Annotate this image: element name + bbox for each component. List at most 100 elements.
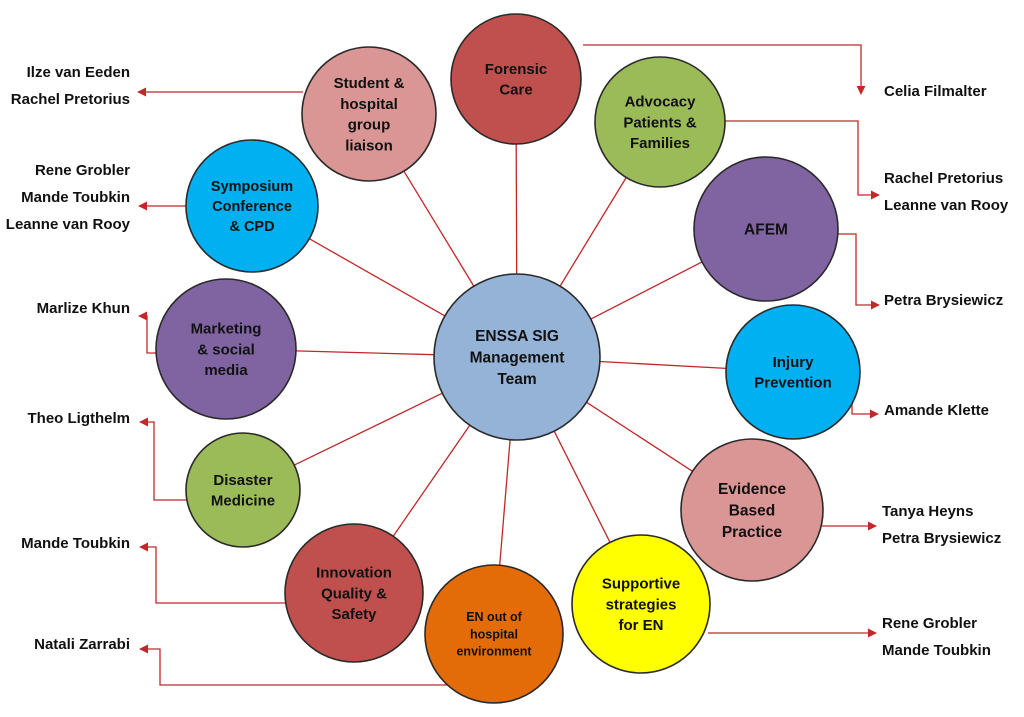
- leader-en-out: [139, 644, 448, 686]
- member-name: Leanne van Rooy: [6, 216, 131, 233]
- node-advocacy-circle: [594, 56, 726, 188]
- leader-advocacy: [724, 120, 880, 200]
- spoke-evidence: [586, 401, 693, 472]
- node-innovation-label-line: Safety: [331, 606, 377, 623]
- node-evidence-label-line: Practice: [722, 524, 783, 541]
- member-name: Rene Grobler: [882, 615, 977, 632]
- node-evidence-label-line: Evidence: [718, 481, 786, 498]
- node-injury-label-line: Prevention: [754, 375, 832, 392]
- member-name: Mande Toubkin: [21, 189, 130, 206]
- spoke-connectors: [294, 143, 727, 566]
- node-afem: AFEM: [693, 156, 839, 302]
- node-supportive-label-line: for EN: [619, 617, 664, 634]
- node-marketing-label-line: Marketing: [191, 321, 262, 338]
- node-student-circle: [301, 46, 437, 182]
- node-student-label-line: group: [348, 117, 391, 134]
- node-disaster-circle: [185, 432, 301, 548]
- spoke-injury: [599, 360, 727, 370]
- node-disaster-label-line: Disaster: [213, 472, 272, 489]
- spoke-marketing: [295, 350, 435, 356]
- member-name: Rene Grobler: [35, 162, 130, 179]
- spoke-innovation: [392, 424, 471, 537]
- member-list-en-out: Natali Zarrabi: [34, 636, 130, 653]
- node-afem-label-line: AFEM: [744, 221, 788, 238]
- node-afem-circle: [693, 156, 839, 302]
- node-injury-label-line: Injury: [773, 354, 814, 371]
- center-circle: [433, 273, 601, 441]
- member-list-injury: Amande Klette: [884, 402, 989, 419]
- member-list-marketing: Marlize Khun: [37, 300, 130, 317]
- member-connectors: [137, 44, 880, 686]
- member-list-innovation: Mande Toubkin: [21, 535, 130, 552]
- node-advocacy-label-line: Patients &: [623, 114, 697, 131]
- node-innovation-label-line: Innovation: [316, 565, 392, 582]
- leader-afem: [836, 233, 880, 310]
- node-advocacy-label-line: Families: [630, 135, 690, 152]
- member-name: Mande Toubkin: [882, 642, 991, 659]
- node-innovation-label-line: Quality &: [321, 585, 387, 602]
- spoke-advocacy: [559, 177, 627, 287]
- node-disaster-label-line: Medicine: [211, 493, 275, 510]
- node-symposium-label-line: & CPD: [229, 219, 274, 235]
- member-name: Natali Zarrabi: [34, 636, 130, 653]
- node-advocacy-label-line: Advocacy: [625, 94, 697, 111]
- node-student-label-line: hospital: [340, 96, 398, 113]
- node-symposium-circle: [185, 139, 319, 273]
- node-symposium-label-line: Symposium: [211, 179, 293, 195]
- member-list-afem: Petra Brysiewicz: [884, 292, 1003, 309]
- member-name: Rachel Pretorius: [884, 170, 1003, 187]
- member-list-disaster: Theo Ligthelm: [28, 410, 131, 427]
- node-en-out-circle: [424, 564, 564, 704]
- member-name: Petra Brysiewicz: [882, 530, 1001, 547]
- node-student-label-line: Student &: [334, 75, 405, 92]
- node-student-label-line: liaison: [345, 137, 393, 154]
- member-name: Tanya Heyns: [882, 503, 973, 520]
- member-name: Celia Filmalter: [884, 83, 987, 100]
- member-name: Mande Toubkin: [21, 535, 130, 552]
- center-label-line: ENSSA SIG: [475, 328, 559, 345]
- node-en-out-label-line: environment: [456, 645, 532, 659]
- spoke-en-out: [499, 439, 511, 566]
- leader-innovation: [139, 542, 287, 604]
- center-label-line: Management: [470, 349, 565, 366]
- node-marketing-label-line: & social: [197, 341, 255, 358]
- node-en-out-label-line: hospital: [470, 627, 518, 641]
- member-name: Leanne van Rooy: [884, 197, 1009, 214]
- member-name: Marlize Khun: [37, 300, 130, 317]
- spoke-symposium: [308, 238, 446, 317]
- node-forensic-circle: [450, 13, 582, 145]
- node-evidence-circle: [680, 438, 824, 582]
- spoke-student: [403, 170, 475, 287]
- node-forensic-label-line: Care: [499, 82, 532, 99]
- member-list-forensic: Celia Filmalter: [884, 83, 987, 100]
- node-student: Student & hospital group liaison: [301, 46, 437, 182]
- node-symposium-label-line: Conference: [212, 199, 292, 215]
- spoke-forensic: [515, 143, 518, 275]
- node-forensic-label-line: Forensic: [485, 61, 548, 78]
- leader-disaster: [139, 417, 187, 501]
- leader-forensic: [583, 44, 866, 95]
- spoke-afem: [590, 261, 703, 320]
- member-name: Theo Ligthelm: [28, 410, 131, 427]
- node-supportive-label-line: Supportive: [602, 576, 680, 593]
- leader-marketing: [138, 311, 157, 354]
- center-label-line: Team: [497, 371, 536, 388]
